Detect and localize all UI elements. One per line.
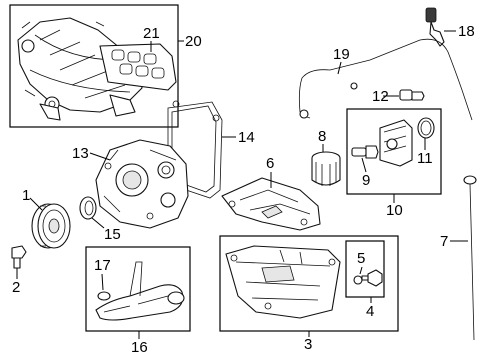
front-seal: 15 — [79, 196, 121, 243]
leader-9 — [361, 157, 367, 173]
callout-12: 12 — [372, 88, 389, 105]
tube-19: 19 — [298, 38, 473, 121]
pickup-tube-group: 17 16 — [85, 246, 191, 356]
pickup-gasket — [97, 291, 111, 301]
intake-gasket — [99, 43, 177, 91]
pickup-tube — [95, 261, 185, 321]
baffle: 6 — [221, 155, 321, 231]
cooler-fitting — [351, 145, 379, 159]
drain-plug-box — [345, 240, 385, 298]
callout-11: 11 — [417, 150, 433, 167]
oil-pump: 13 — [72, 139, 189, 229]
callout-7: 7 — [440, 233, 448, 250]
callout-16: 16 — [131, 339, 148, 356]
callout-10: 10 — [386, 202, 403, 219]
leader-19 — [337, 61, 342, 75]
intake-manifold — [17, 17, 143, 121]
callout-13: 13 — [72, 145, 89, 162]
callout-8: 8 — [318, 128, 326, 145]
drain-plug — [353, 269, 383, 287]
callout-15: 15 — [104, 226, 121, 243]
callout-19: 19 — [333, 46, 350, 63]
callout-1: 1 — [22, 187, 30, 204]
cooler-seal — [417, 117, 435, 139]
callout-3: 3 — [304, 336, 312, 353]
oil-pan-group: 3 — [219, 235, 399, 353]
drain-plug-group: 5 4 — [345, 240, 385, 320]
dipstick: 7 — [440, 175, 477, 341]
callout-21: 21 — [143, 25, 160, 42]
pulley-bolt: 2 — [11, 245, 27, 296]
callout-9: 9 — [362, 172, 370, 189]
callout-20: 20 — [185, 33, 202, 50]
callout-17: 17 — [94, 257, 111, 274]
callout-18: 18 — [458, 23, 475, 40]
intake-manifold-group: 21 20 — [9, 4, 202, 128]
crank-pulley: 1 — [22, 187, 71, 249]
callout-14: 14 — [238, 129, 255, 146]
callout-5: 5 — [357, 250, 365, 267]
intake-manifold-box — [9, 4, 179, 128]
pickup-tube-box — [85, 246, 191, 332]
leader-15 — [91, 217, 105, 229]
callout-6: 6 — [266, 155, 274, 172]
leader-5 — [359, 266, 363, 275]
sensor-18: 18 — [425, 7, 475, 47]
oil-filter: 8 — [311, 128, 341, 186]
callout-2: 2 — [12, 279, 20, 296]
leader-17 — [101, 273, 104, 291]
sensor-12: 12 — [372, 88, 425, 105]
leader-13 — [89, 152, 111, 161]
callout-4: 4 — [366, 303, 374, 320]
oil-cooler-group: 9 11 10 — [346, 108, 442, 219]
oil-cooler — [379, 119, 413, 167]
leader-1 — [29, 197, 43, 211]
oil-pan — [225, 245, 341, 319]
